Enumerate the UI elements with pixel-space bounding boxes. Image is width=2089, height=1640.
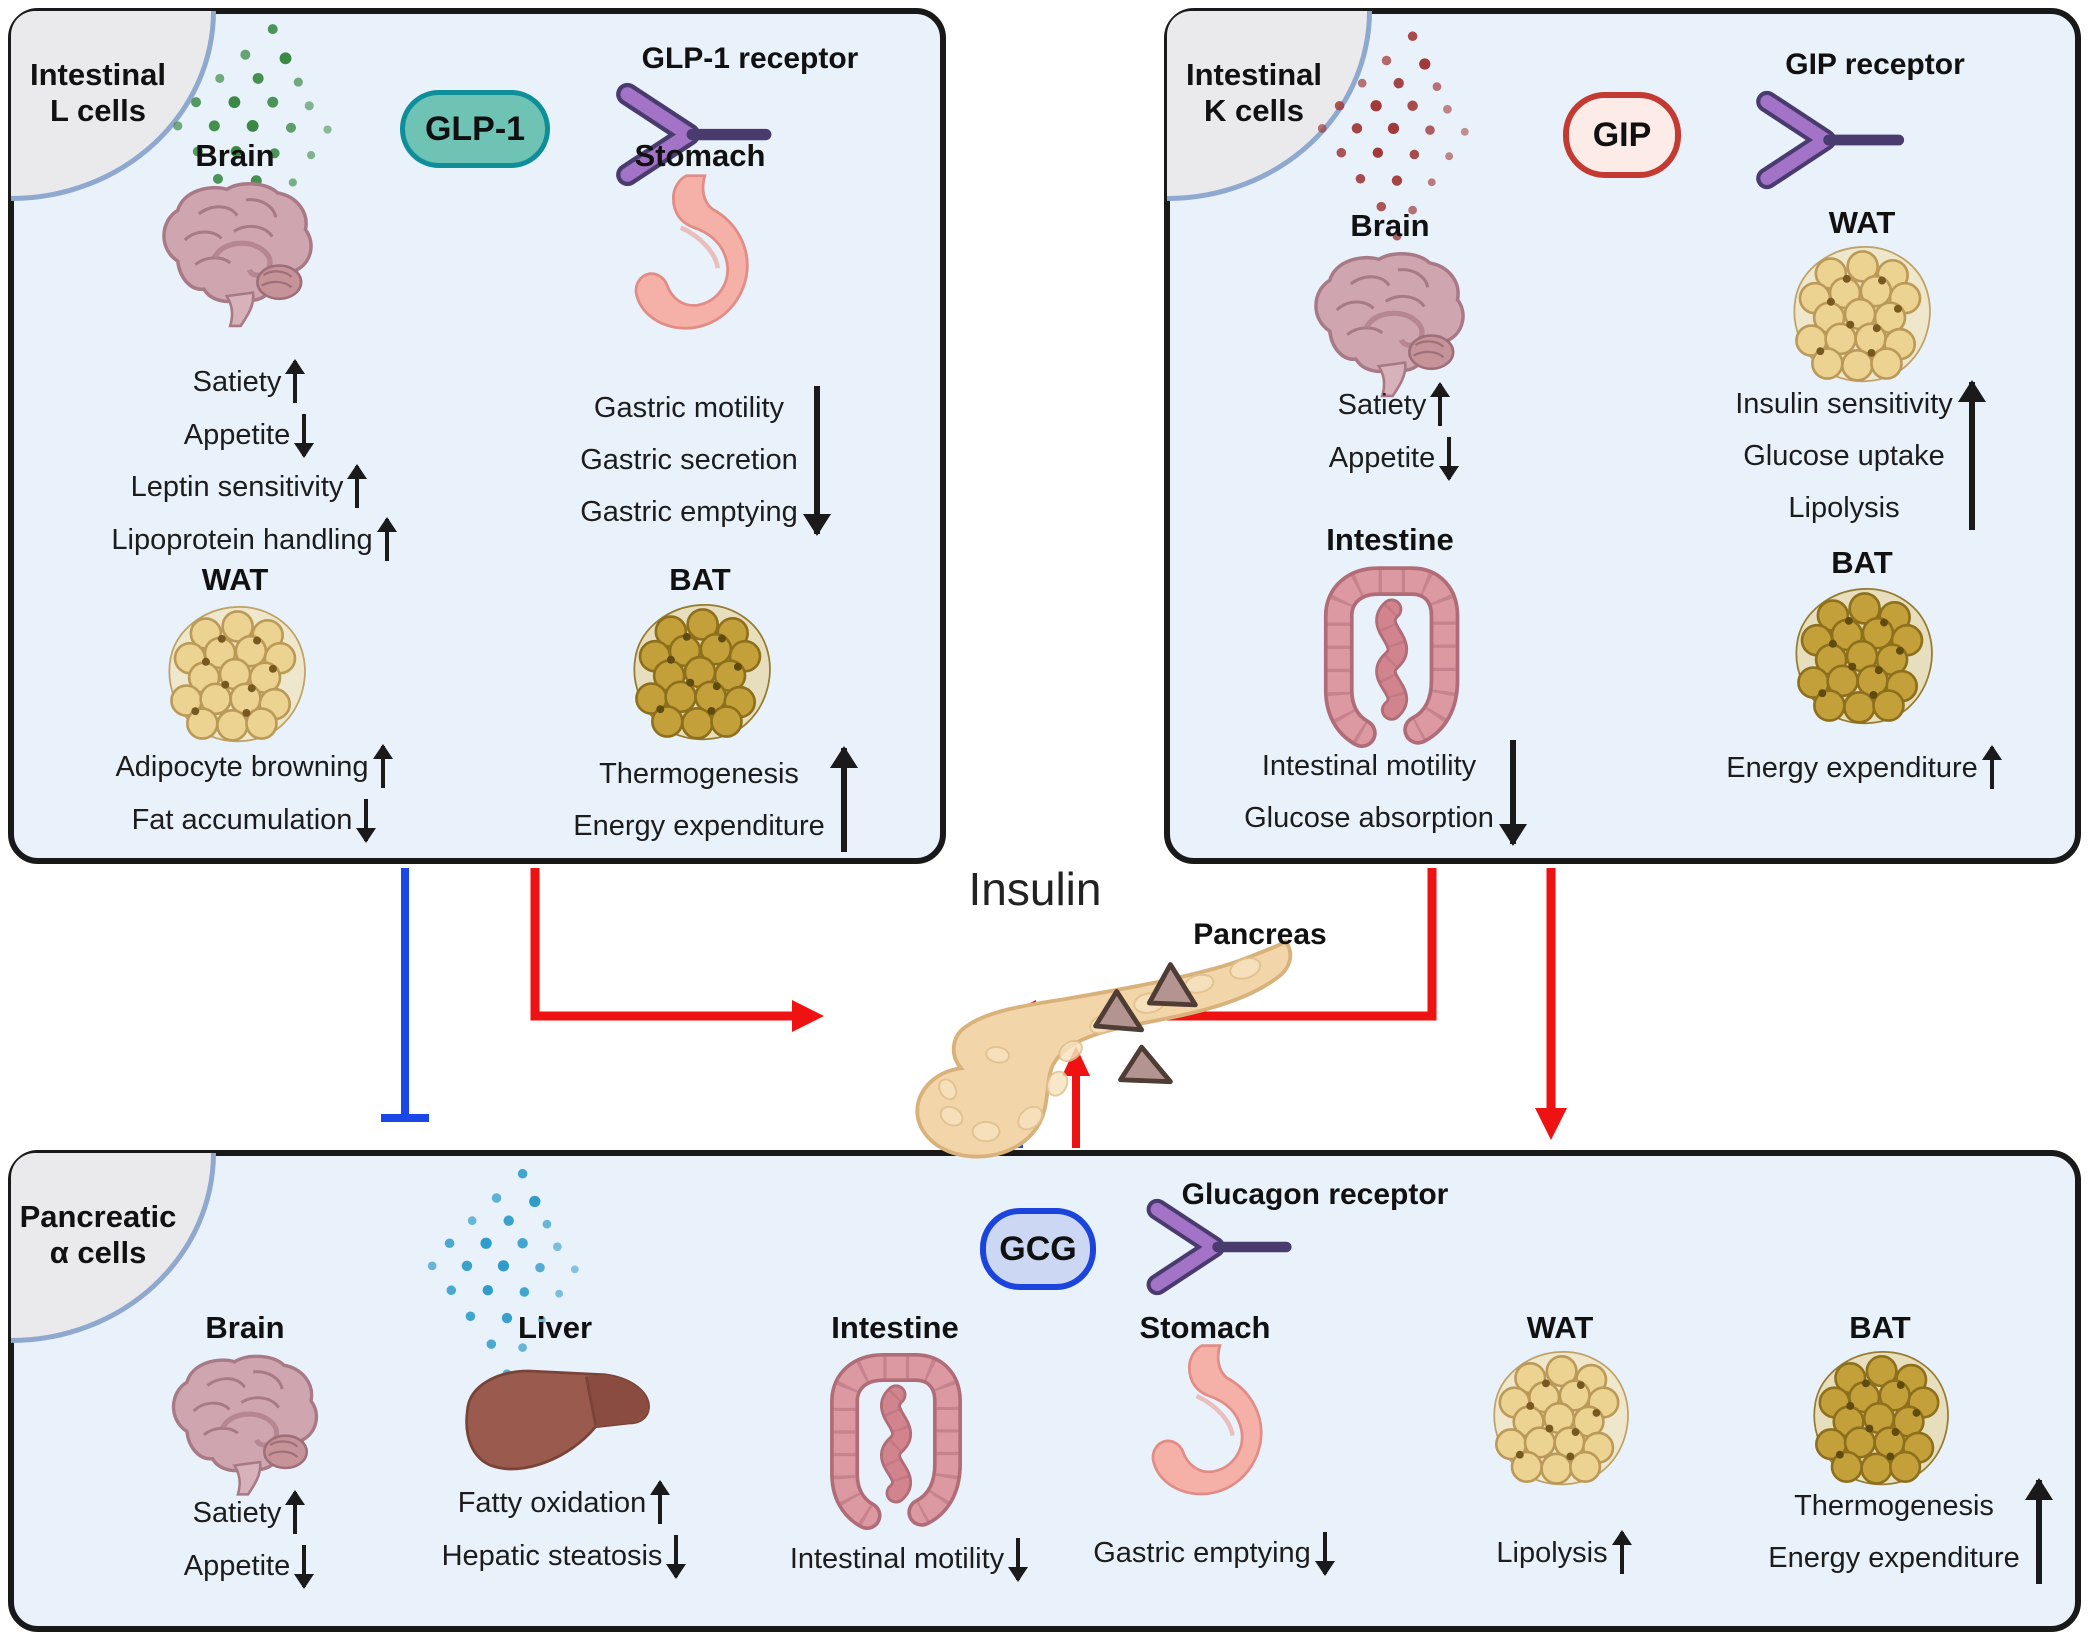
bat-icon — [1805, 1345, 1953, 1493]
stimulate-arrow-gip-gcg — [1535, 868, 1567, 1140]
up-arrow-icon — [384, 519, 389, 561]
bat-icon — [625, 598, 775, 748]
effect-gastric-emptying: Gastric emptying — [580, 495, 798, 528]
brain-icon — [148, 175, 323, 335]
up-arrow-icon — [355, 466, 360, 508]
inhibit-t-icon — [381, 868, 429, 1122]
gcg-hormone-pill: GCG — [980, 1208, 1096, 1290]
badge-pancreatic-alpha-cells: Pancreatic α cells — [11, 1153, 216, 1343]
bat-icon — [1787, 582, 1937, 732]
pancreas-icon — [815, 930, 1330, 1170]
down-arrow-icon — [1509, 740, 1516, 844]
effect-appetite: Appetite — [1225, 436, 1555, 480]
effect-hepatic-steatosis: Hepatic steatosis — [400, 1534, 720, 1578]
up-arrow-icon — [1619, 1532, 1624, 1574]
down-arrow-icon — [1447, 437, 1452, 479]
down-arrow-icon — [813, 386, 820, 534]
effect-energy-expenditure: Energy expenditure — [1660, 746, 2060, 790]
glp1-hormone-pill: GLP-1 — [400, 90, 550, 168]
stimulate-arrow-glp1-pancreas — [530, 868, 824, 1032]
effect-appetite: Appetite — [105, 1544, 385, 1588]
effect-satiety: Satiety — [105, 1491, 385, 1535]
effect-glucose-absorption: Glucose absorption — [1244, 801, 1494, 834]
effect-appetite: Appetite — [95, 413, 395, 457]
effect-energy-expenditure: Energy expenditure — [1768, 1541, 2020, 1574]
organ-title-wat: WAT — [201, 562, 269, 597]
brain-icon — [158, 1348, 328, 1503]
y-receptor-icon — [1732, 90, 1922, 190]
liver-icon — [460, 1358, 655, 1488]
effect-lipoprotein-handling: Lipoprotein handling — [60, 518, 440, 562]
up-arrow-icon — [1968, 382, 1975, 530]
effect-glucose-uptake: Glucose uptake — [1743, 439, 1945, 472]
organ-title-intestine: Intestine — [831, 1310, 959, 1345]
organ-title-brain: Brain — [205, 1310, 285, 1345]
glp1-receptor-label: GLP-1 receptor — [641, 42, 859, 75]
organ-title-wat: WAT — [1526, 1310, 1594, 1345]
effect-intestinal-motility: Intestinal motility — [740, 1537, 1070, 1581]
wat-effect-group: Insulin sensitivity Glucose uptake Lipol… — [1655, 378, 2055, 534]
up-arrow-icon — [1989, 747, 1994, 789]
down-arrow-icon — [364, 799, 369, 841]
effect-fatty-oxidation: Fatty oxidation — [400, 1481, 720, 1525]
stomach-icon — [615, 172, 765, 357]
up-arrow-icon — [380, 746, 385, 788]
intestine-icon — [812, 1345, 972, 1530]
organ-title-bat: BAT — [669, 562, 731, 597]
stimulate-arrow-gcg-pancreas — [1062, 1046, 1090, 1148]
organ-title-intestine: Intestine — [1326, 522, 1454, 557]
down-arrow-icon — [302, 414, 307, 456]
insulin-label: Insulin — [968, 863, 1102, 915]
effect-gastric-motility: Gastric motility — [593, 391, 785, 424]
up-arrow-icon — [293, 1492, 298, 1534]
effect-adipocyte-browning: Adipocyte browning — [50, 745, 450, 789]
brain-icon — [1300, 245, 1475, 405]
gip-receptor-label: GIP receptor — [1785, 48, 1965, 81]
wat-icon — [160, 600, 310, 750]
down-arrow-icon — [1016, 1538, 1021, 1580]
organ-title-bat: BAT — [1849, 1310, 1911, 1345]
bat-effect-group: Thermogenesis Energy expenditure — [540, 748, 880, 852]
gip-hormone-pill: GIP — [1563, 92, 1681, 178]
organ-title-brain: Brain — [1350, 208, 1430, 243]
effect-insulin-sensitivity: Insulin sensitivity — [1735, 387, 1953, 420]
down-arrow-icon — [1322, 1532, 1327, 1574]
organ-title-stomach: Stomach — [1139, 1310, 1271, 1345]
effect-intestinal-motility: Intestinal motility — [1261, 749, 1477, 782]
up-arrow-icon — [293, 361, 298, 403]
badge-intestinal-l-cells: Intestinal L cells — [11, 11, 216, 201]
effect-leptin-sensitivity: Leptin sensitivity — [75, 465, 415, 509]
effect-energy-expenditure: Energy expenditure — [573, 809, 825, 842]
down-arrow-icon — [302, 1545, 307, 1587]
down-arrow-icon — [674, 1535, 679, 1577]
effect-gastric-emptying: Gastric emptying — [1050, 1531, 1370, 1575]
organ-title-brain: Brain — [195, 138, 275, 173]
intestine-effect-group: Intestinal motility Glucose absorption — [1170, 740, 1590, 844]
organ-title-bat: BAT — [1831, 545, 1893, 580]
stomach-effect-group: Gastric motility Gastric secretion Gastr… — [520, 382, 880, 538]
organ-title-wat: WAT — [1828, 205, 1896, 240]
intestine-icon — [1305, 558, 1470, 748]
wat-icon — [1785, 240, 1935, 390]
wat-icon — [1485, 1345, 1633, 1493]
up-arrow-icon — [658, 1482, 663, 1524]
effect-thermogenesis: Thermogenesis — [1794, 1489, 1994, 1522]
stomach-icon — [1133, 1342, 1278, 1522]
effect-thermogenesis: Thermogenesis — [599, 757, 799, 790]
effect-gastric-secretion: Gastric secretion — [580, 443, 798, 476]
up-arrow-icon — [2035, 1480, 2042, 1584]
bat-effect-group: Thermogenesis Energy expenditure — [1740, 1480, 2070, 1584]
effect-fat-accumulation: Fat accumulation — [50, 798, 450, 842]
up-arrow-icon — [1438, 384, 1443, 426]
organ-title-liver: Liver — [517, 1310, 593, 1345]
glucagon-receptor-label: Glucagon receptor — [1181, 1178, 1449, 1211]
up-arrow-icon — [840, 748, 847, 852]
effect-satiety: Satiety — [1225, 383, 1555, 427]
effect-lipolysis: Lipolysis — [1430, 1531, 1690, 1575]
organ-title-stomach: Stomach — [634, 138, 766, 173]
pancreas-label: Pancreas — [1193, 918, 1327, 951]
effect-satiety: Satiety — [95, 360, 395, 404]
y-receptor-icon — [1126, 1198, 1306, 1296]
effect-lipolysis: Lipolysis — [1788, 491, 1900, 524]
